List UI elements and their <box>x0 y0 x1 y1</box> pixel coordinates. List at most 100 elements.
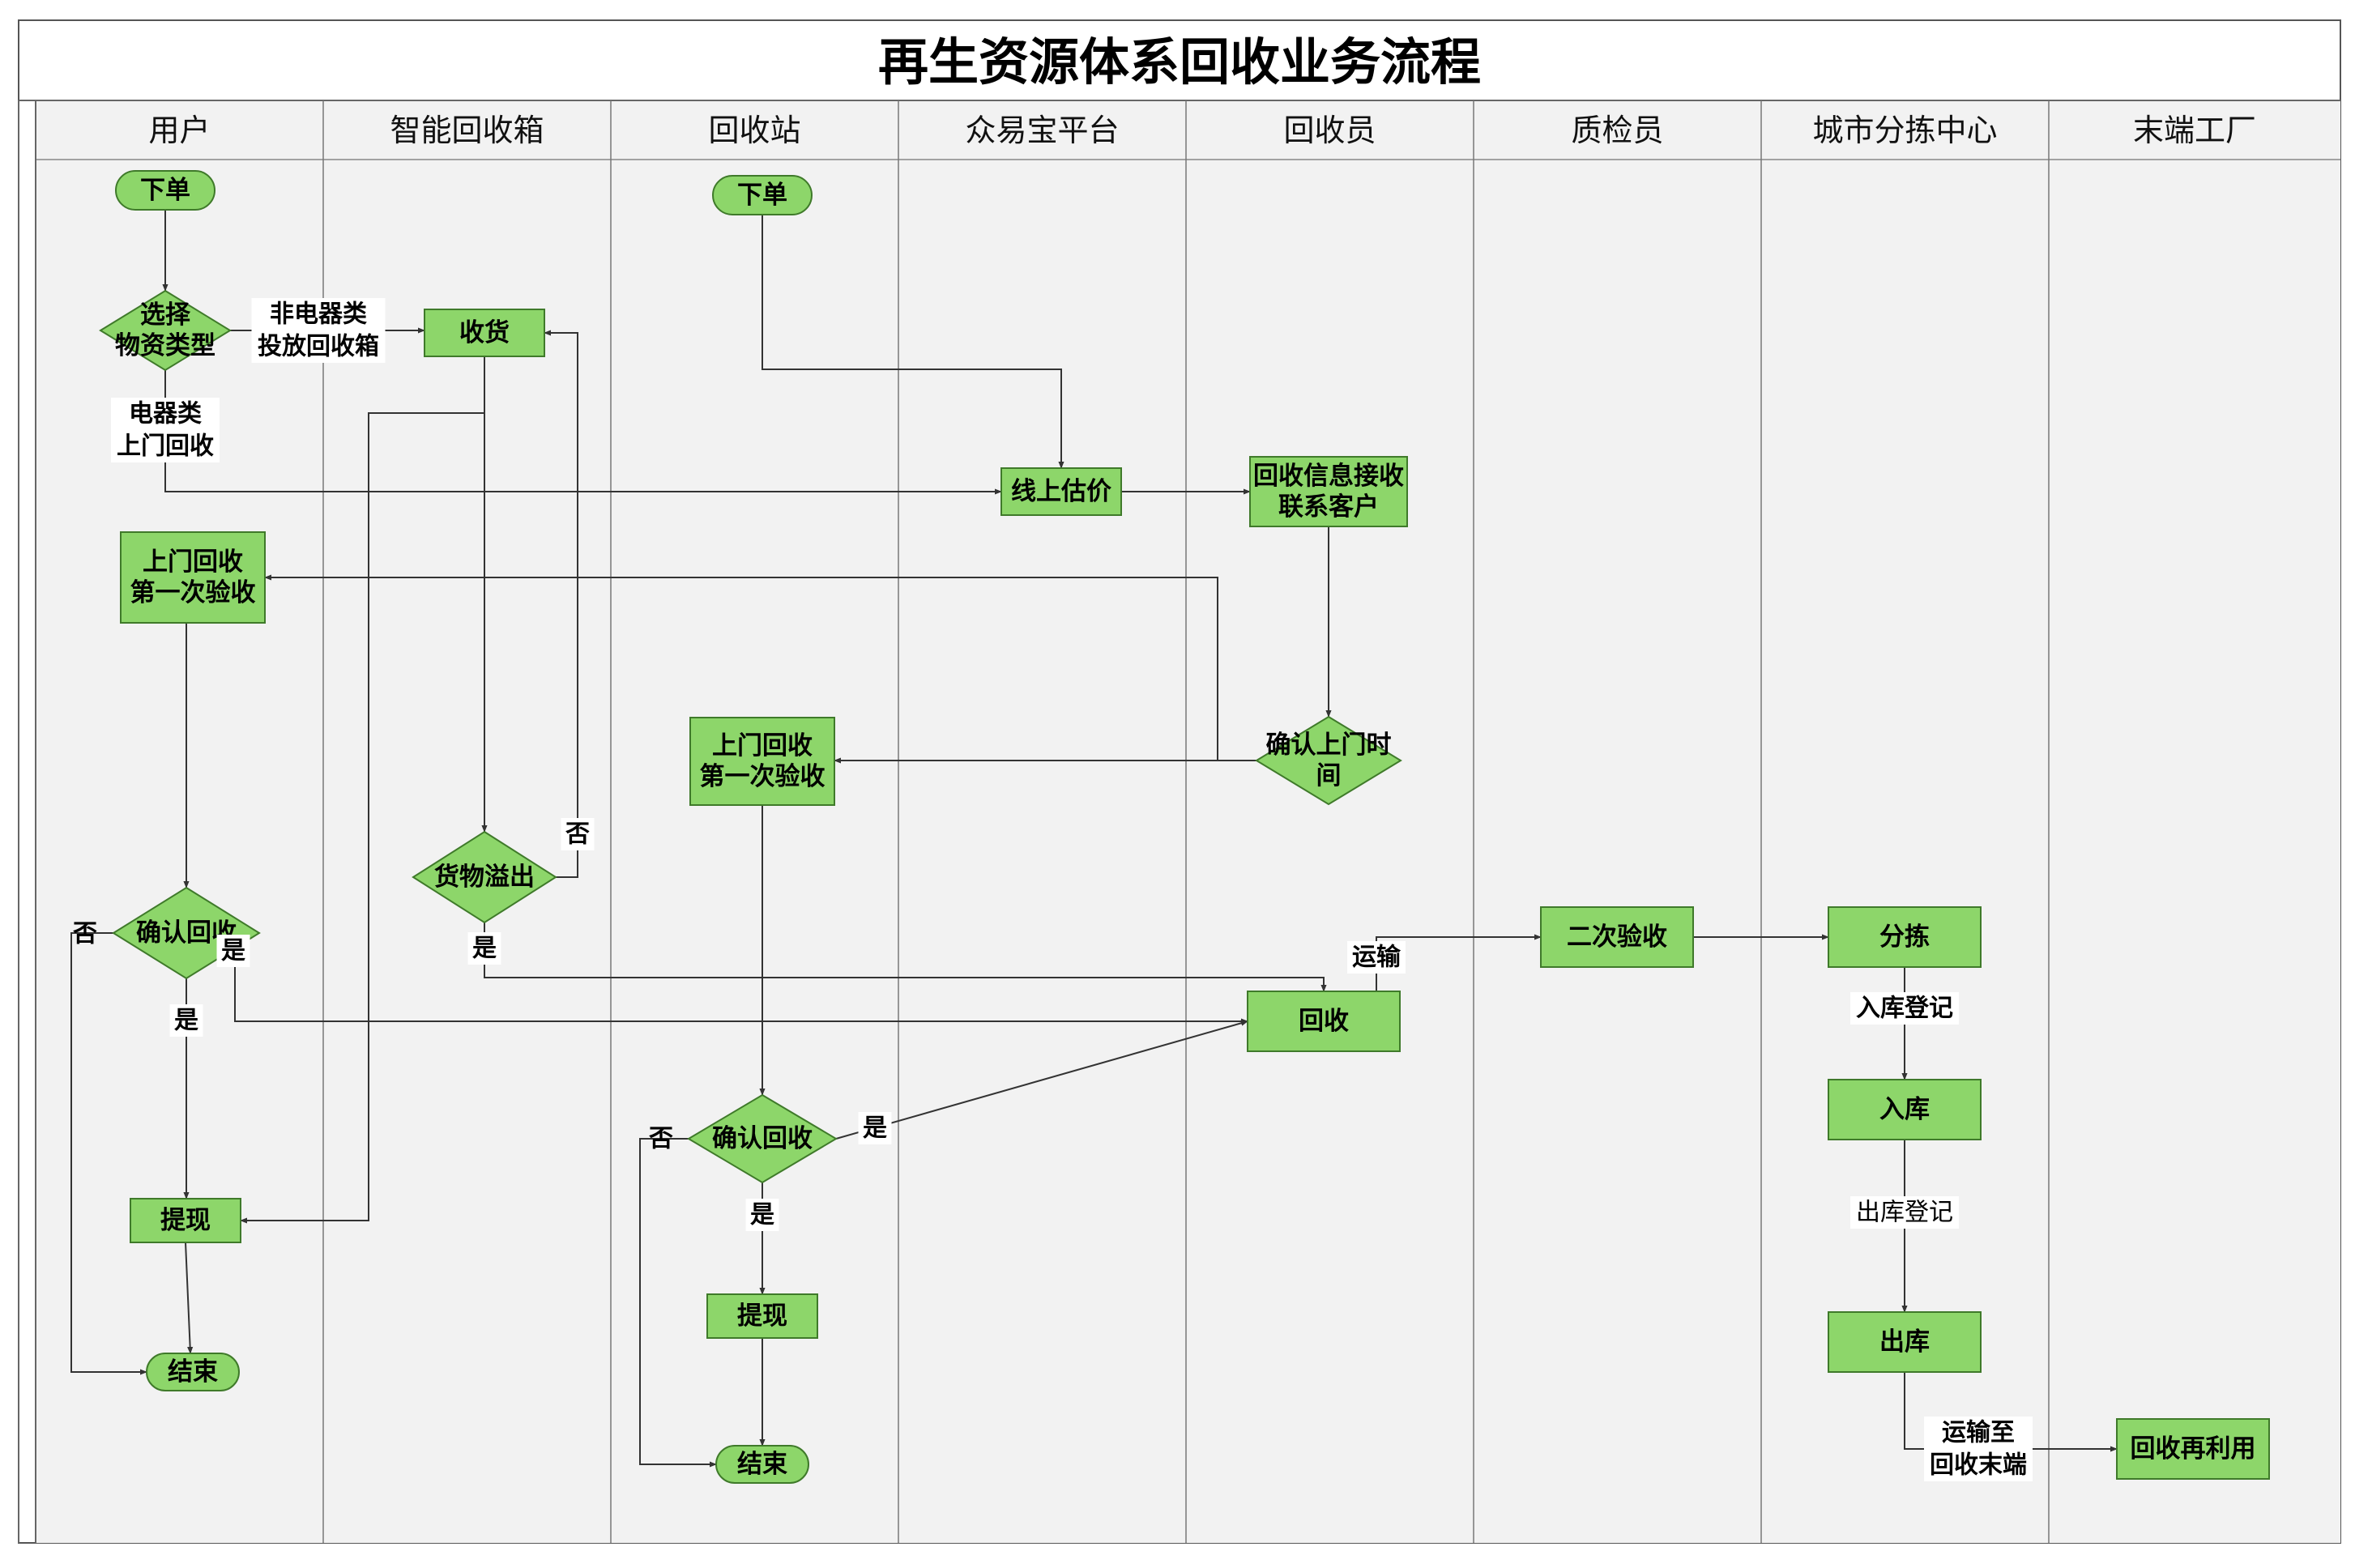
label-background <box>561 818 595 850</box>
decision-diamond <box>687 1093 838 1184</box>
node-station-end[interactable]: 结束 <box>715 1445 809 1484</box>
edge-label-user-confirm-yes-right: 是 <box>216 935 250 967</box>
node-station-withdraw[interactable]: 提现 <box>706 1293 818 1339</box>
node-label: 货物溢出 <box>434 863 535 892</box>
node-user-end[interactable]: 结束 <box>146 1353 240 1391</box>
node-label: 联系客户 <box>1278 492 1379 522</box>
process-box <box>130 1198 241 1243</box>
edge-label-text: 回收末端 <box>1930 1451 2027 1480</box>
lane-header-2: 回收站 <box>708 113 800 148</box>
edge-station-confirm-to-collect <box>835 1020 1248 1140</box>
label-background <box>467 932 501 965</box>
node-label: 上门回收 <box>712 731 813 761</box>
node-label: 线上估价 <box>1011 477 1111 506</box>
node-label: 选择 <box>140 300 191 330</box>
edge-label-overflow-no: 否 <box>561 818 595 850</box>
terminator-shape <box>115 170 215 211</box>
decision-diamond <box>412 830 557 924</box>
edge-label-text: 是 <box>472 935 497 963</box>
node-box-receive[interactable]: 收货 <box>424 309 545 357</box>
process-box <box>424 309 545 357</box>
edge-label-text: 运输 <box>1352 944 1401 972</box>
node-sort[interactable]: 分拣 <box>1828 906 1982 968</box>
edge-label-user-confirm-no: 否 <box>73 920 97 948</box>
node-label: 回收 <box>1299 1007 1349 1036</box>
edge-label-stock-in-reg: 入库登记 <box>1850 992 1959 1025</box>
process-box <box>1828 1079 1982 1140</box>
lane-header-0: 用户 <box>148 113 210 148</box>
process-box <box>1247 991 1401 1052</box>
node-label: 回收信息接收 <box>1253 462 1404 491</box>
edge-label-text: 非电器类 <box>270 300 367 329</box>
edge-label-user-confirm-yes-down: 是 <box>169 1004 203 1037</box>
lane-header-4: 回收员 <box>1283 113 1376 148</box>
node-station-confirm[interactable]: 确认回收 <box>687 1093 838 1184</box>
label-background <box>745 1199 779 1231</box>
lane-header-1: 智能回收箱 <box>390 113 544 148</box>
label-background <box>1850 1196 1959 1229</box>
node-label: 确认回收 <box>712 1124 813 1153</box>
process-box <box>706 1293 818 1339</box>
node-storage-out[interactable]: 出库 <box>1828 1311 1982 1373</box>
label-background <box>1850 992 1959 1025</box>
decision-diamond <box>1255 715 1402 806</box>
label-background <box>111 398 220 462</box>
edge-label-text: 入库登记 <box>1856 995 1953 1023</box>
lane-header-3: 众易宝平台 <box>965 113 1119 148</box>
node-box-overflow[interactable]: 货物溢出 <box>412 830 557 924</box>
node-label: 下单 <box>737 181 787 210</box>
lane-header-7: 末端工厂 <box>2133 113 2256 148</box>
node-label: 第一次验收 <box>700 762 826 791</box>
process-box <box>1249 456 1408 527</box>
label-background <box>1924 1417 2033 1481</box>
edge-label-text: 出库登记 <box>1856 1199 1953 1227</box>
edge-confirm-time-to-user-inspect <box>264 574 1256 761</box>
edge-station-confirm-no-to-end <box>639 1138 717 1468</box>
node-label: 结束 <box>737 1450 787 1479</box>
terminator-shape <box>715 1445 809 1484</box>
node-label: 第一次验收 <box>130 578 256 607</box>
edge-label-overflow-yes: 是 <box>467 932 501 965</box>
node-label: 收货 <box>459 318 510 347</box>
edge-labels: 非电器类投放回收箱电器类上门回收否是否是是运输入库登记否是是出库登记运输至回收末… <box>73 298 2033 1481</box>
edge-label-text: 是 <box>221 937 245 965</box>
process-box <box>1540 906 1694 968</box>
node-user-withdraw[interactable]: 提现 <box>130 1198 241 1243</box>
node-label: 间 <box>1316 761 1342 790</box>
decision-diamond <box>99 289 232 372</box>
node-label: 二次验收 <box>1567 922 1667 952</box>
edge-user-confirm-no-to-end <box>70 932 147 1375</box>
node-station-start[interactable]: 下单 <box>712 175 813 215</box>
label-background <box>858 1112 892 1144</box>
edge-label-text: 否 <box>73 920 97 948</box>
edge-station-start-to-estimate <box>762 215 1064 469</box>
edge-overflow-no-to-receive <box>544 330 578 878</box>
node-storage-in[interactable]: 入库 <box>1828 1079 1982 1140</box>
node-label: 回收再利用 <box>2131 1434 2256 1464</box>
label-background <box>1347 941 1406 974</box>
terminator-shape <box>712 175 813 215</box>
edge-receive-to-withdraw <box>240 412 484 1224</box>
node-recycle[interactable]: 回收再利用 <box>2116 1418 2270 1480</box>
node-platform-estimate[interactable]: 线上估价 <box>1000 467 1122 516</box>
lane-headers: 用户智能回收箱回收站众易宝平台回收员质检员城市分拣中心末端工厂 <box>148 113 2256 148</box>
process-box <box>689 717 835 806</box>
edge-label-text: 是 <box>750 1201 774 1229</box>
node-user-start[interactable]: 下单 <box>115 170 215 211</box>
edge-label-text: 否 <box>565 820 590 849</box>
node-label: 结束 <box>168 1357 218 1387</box>
node-collect[interactable]: 回收 <box>1247 991 1401 1052</box>
process-box <box>1000 467 1122 516</box>
edge-label-text: 投放回收箱 <box>258 333 379 361</box>
node-qc-second[interactable]: 二次验收 <box>1540 906 1694 968</box>
process-box <box>1828 906 1982 968</box>
node-label: 入库 <box>1879 1095 1930 1124</box>
label-background <box>169 1004 203 1037</box>
